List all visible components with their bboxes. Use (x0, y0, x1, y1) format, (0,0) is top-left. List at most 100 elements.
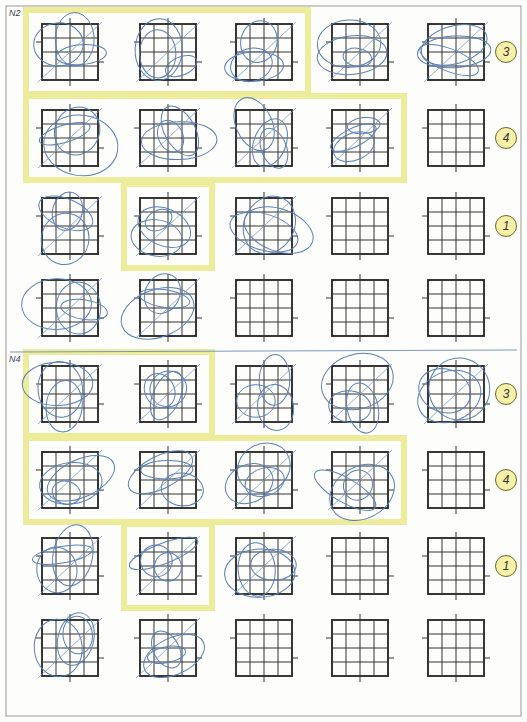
tick (168, 446, 169, 452)
grid-line (278, 452, 279, 508)
diagonal-stroke (38, 618, 102, 678)
tick (360, 532, 361, 538)
tick (388, 576, 394, 577)
grouping-loop (255, 124, 293, 172)
grid-line (236, 308, 292, 309)
tick (388, 318, 394, 319)
tick (456, 254, 457, 260)
highlight-frame (26, 10, 308, 94)
grid-line (84, 24, 85, 80)
diagonal-stroke (232, 364, 296, 424)
grouping-loop (246, 114, 294, 172)
grid-line (374, 280, 375, 336)
grid-line (236, 662, 292, 663)
grid-line (42, 494, 98, 495)
tick (360, 166, 361, 172)
tick (326, 128, 332, 129)
grid-line (84, 198, 85, 254)
tick (388, 490, 394, 491)
tick (70, 192, 71, 198)
grouping-loop (347, 116, 381, 135)
grid-line (428, 494, 484, 495)
highlight-frame (124, 184, 212, 268)
tick (264, 80, 265, 86)
tick (456, 422, 457, 428)
diagonal-stroke (136, 22, 200, 82)
tick (70, 532, 71, 538)
count-circle: 4 (495, 469, 517, 491)
grouping-loop (224, 548, 296, 599)
tick (360, 676, 361, 682)
grid-line (470, 452, 471, 508)
diagonal-stroke (38, 108, 102, 168)
tick (326, 384, 332, 385)
tick (36, 384, 42, 385)
tick (98, 658, 104, 659)
tick (168, 336, 169, 342)
tick (70, 446, 71, 452)
grouping-loop (48, 189, 87, 234)
tick (360, 446, 361, 452)
diagonal-stroke (328, 364, 392, 424)
grouping-loop (31, 541, 94, 568)
tick (36, 216, 42, 217)
grouping-loop (424, 353, 495, 425)
count-number: 4 (503, 473, 510, 487)
grouping-loop (32, 617, 85, 679)
grouping-loop (141, 120, 218, 161)
diagonal-stroke (38, 364, 102, 424)
grouping-loop (138, 286, 191, 311)
grid-line (470, 620, 471, 676)
grouping-loop (224, 50, 284, 83)
tick (388, 658, 394, 659)
kmap-grid (236, 620, 292, 676)
grid-line (428, 648, 484, 649)
grid-line (428, 322, 484, 323)
grouping-loop (61, 615, 94, 656)
tick (326, 556, 332, 557)
count-number: 1 (503, 559, 510, 573)
grouping-loop (138, 368, 181, 413)
grid-line (42, 240, 98, 241)
tick (196, 576, 202, 577)
grouping-loop (52, 609, 100, 669)
grid-line (374, 198, 375, 254)
tick (168, 614, 169, 620)
tick (36, 42, 42, 43)
grid-line (42, 408, 98, 409)
tick (70, 422, 71, 428)
tick (456, 614, 457, 620)
tick (196, 404, 202, 405)
grouping-loop (40, 446, 121, 511)
tick (70, 166, 71, 172)
grid-line (332, 566, 388, 567)
tick (134, 638, 140, 639)
tick (388, 62, 394, 63)
grouping-loop (338, 465, 378, 505)
diagonal-stroke (328, 108, 392, 168)
tick (422, 128, 428, 129)
tick (360, 274, 361, 280)
tick (484, 576, 490, 577)
tick (70, 508, 71, 514)
grouping-loop (55, 281, 102, 335)
diagonal-stroke (328, 22, 392, 82)
grid-line (332, 648, 388, 649)
grid-line (42, 662, 98, 663)
grouping-loop (128, 216, 185, 261)
tick (264, 508, 265, 514)
tick (70, 274, 71, 280)
tick (168, 360, 169, 366)
tick (360, 254, 361, 260)
tick (456, 336, 457, 342)
tick (36, 470, 42, 471)
tick (134, 42, 140, 43)
grouping-loop (36, 360, 85, 420)
tick (360, 192, 361, 198)
tick (484, 318, 490, 319)
tick (456, 676, 457, 682)
tick (292, 318, 298, 319)
diagonal-stroke (38, 450, 102, 510)
tick (456, 104, 457, 110)
tick (456, 360, 457, 366)
